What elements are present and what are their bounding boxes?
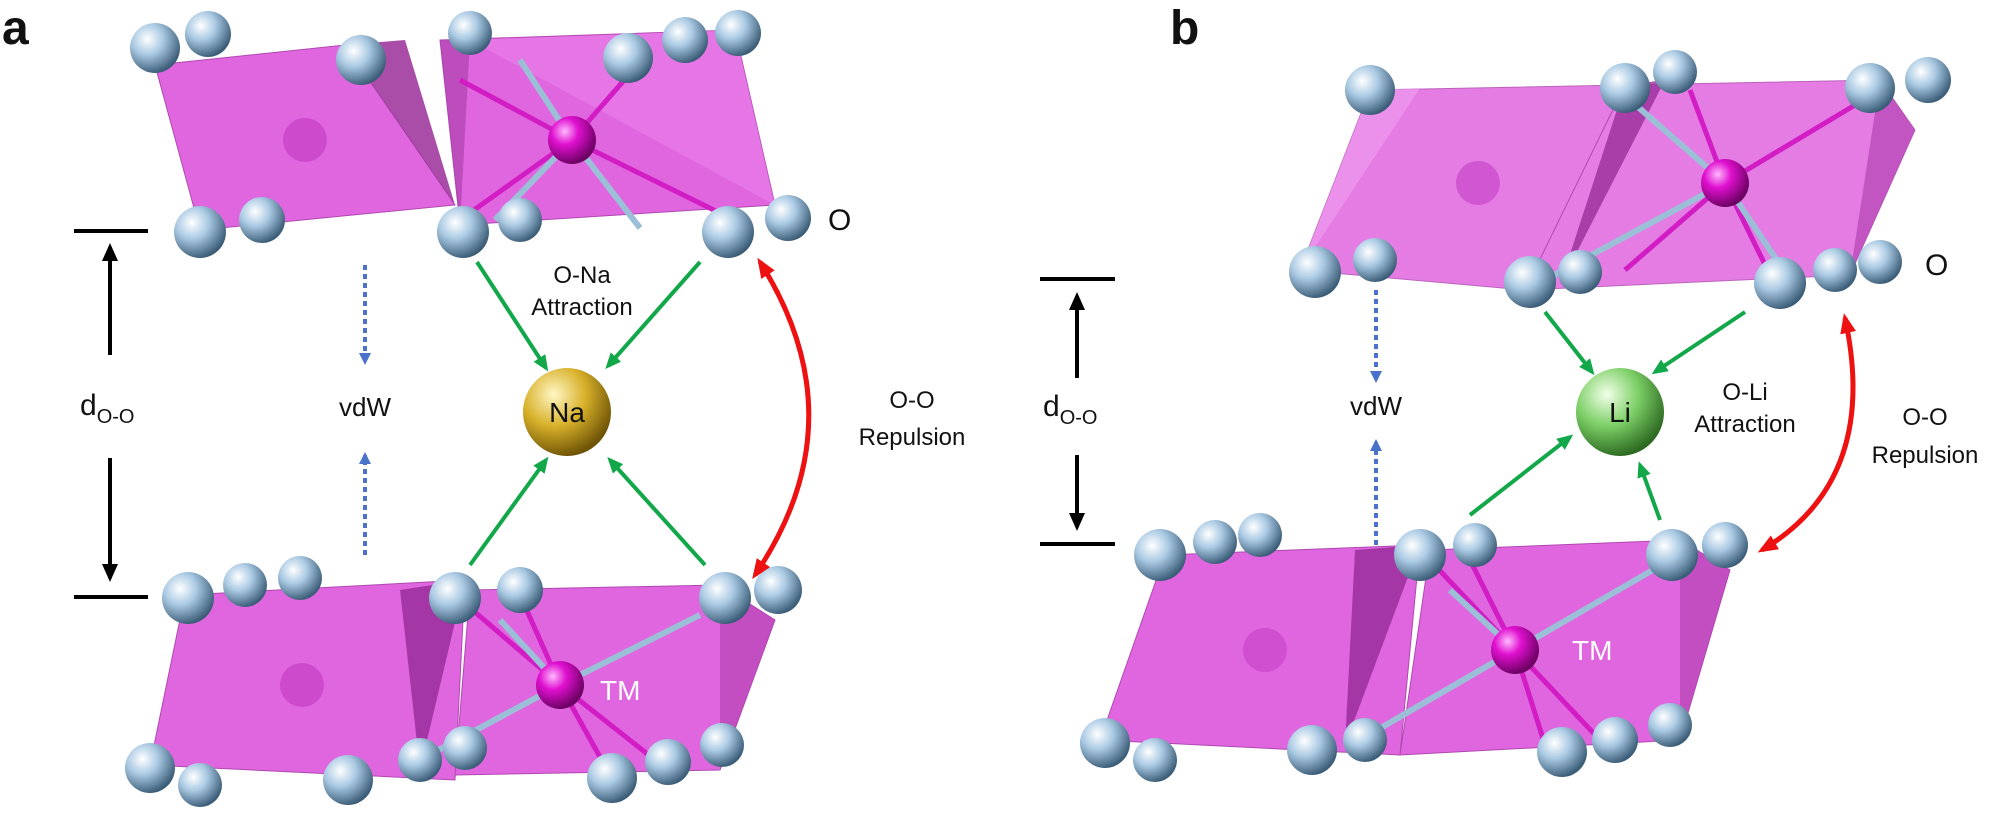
d-label: dO-O <box>1043 390 1097 429</box>
tm-label: TM <box>600 675 640 706</box>
panel-a-letter: a <box>2 2 29 55</box>
octahedron-shade <box>400 580 465 770</box>
vdw-arrows: vdW <box>339 265 391 555</box>
repulsion-label-line1: O-O <box>1902 404 1947 431</box>
repulsion-arrow <box>752 257 812 580</box>
repulsion-label-line1: O-O <box>889 387 934 414</box>
vdw-arrows: vdW <box>1350 290 1402 545</box>
panel-b: b <box>1040 2 1978 782</box>
attraction-arrows <box>468 260 707 567</box>
tm-atom <box>548 116 596 164</box>
octahedron-shade <box>440 40 470 225</box>
attraction-label-line2: Attraction <box>1694 411 1795 438</box>
oxygen-atoms <box>125 556 802 807</box>
spacing-indicator: dO-O <box>1040 277 1115 546</box>
panel-b-letter: b <box>1170 2 1199 55</box>
tm-atom-ghost <box>1456 161 1500 205</box>
tm-atom-ghost <box>1243 628 1287 672</box>
repulsion-arrow <box>1757 313 1856 553</box>
octahedron-facet <box>1850 80 1915 275</box>
tm-atom-ghost <box>283 118 327 162</box>
repulsion-label-line2: Repulsion <box>859 424 966 451</box>
vdw-label: vdW <box>339 392 391 422</box>
octahedron-shade <box>1560 80 1665 285</box>
oxygen-atoms <box>1080 513 1748 782</box>
octahedron-facet <box>1680 540 1730 740</box>
tm-atom <box>1701 159 1749 207</box>
d-label: dO-O <box>80 389 134 428</box>
repulsion-label-line2: Repulsion <box>1872 442 1979 469</box>
octahedron-facet <box>1300 88 1420 270</box>
panel-a-top-layer <box>130 10 811 258</box>
panel-b-bottom-layer: TM <box>1080 513 1748 782</box>
panel-a-bottom-layer: TM <box>125 556 802 807</box>
tm-atom <box>536 661 584 709</box>
oxygen-label: O <box>1925 249 1948 282</box>
attraction-label-line2: Attraction <box>531 294 632 321</box>
na-ion <box>523 368 611 456</box>
octahedron-facet <box>720 585 775 770</box>
ion-label: Li <box>1609 397 1631 428</box>
attraction-label-line1: O-Na <box>553 262 611 289</box>
vdw-label: vdW <box>1350 391 1402 421</box>
panel-b-top-layer <box>1289 50 1951 309</box>
panel-a: a <box>2 2 965 807</box>
attraction-label-line1: O-Li <box>1722 379 1767 406</box>
ion-label: Na <box>549 397 585 428</box>
spacing-indicator: dO-O <box>74 229 148 599</box>
octahedron-shade <box>1345 545 1420 745</box>
li-ion <box>1576 368 1664 456</box>
oxygen-atoms <box>130 10 811 258</box>
attraction-arrows <box>1468 310 1747 521</box>
tm-atom <box>1491 626 1539 674</box>
oxygen-atoms <box>1289 50 1951 309</box>
tm-label: TM <box>1572 635 1612 666</box>
tm-atom-ghost <box>280 663 324 707</box>
octahedron-facet <box>470 30 775 205</box>
oxygen-label: O <box>828 204 851 237</box>
